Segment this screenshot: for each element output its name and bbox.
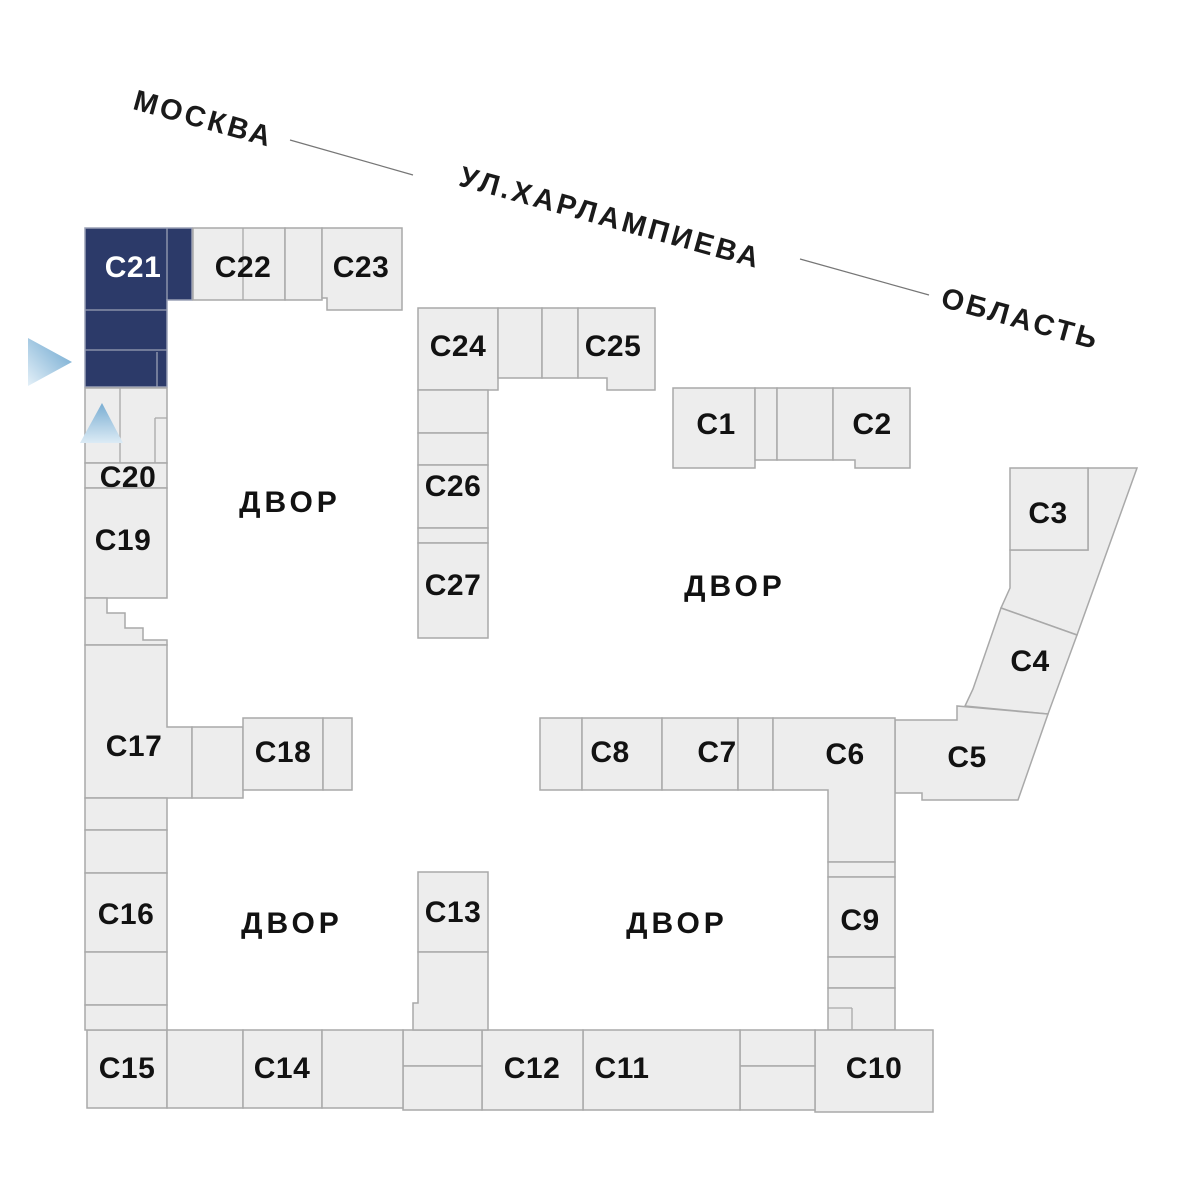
building-segment <box>739 1029 816 1067</box>
building-segment <box>737 717 774 791</box>
building-label: С11 <box>595 1052 650 1085</box>
courtyard-label: ДВОР <box>241 907 343 940</box>
building-segment <box>402 1029 483 1067</box>
building-label: С18 <box>255 736 312 769</box>
building-c9[interactable]: С9 <box>827 876 896 958</box>
building-label: С7 <box>697 736 736 769</box>
building-label: С27 <box>425 569 482 602</box>
building-segment <box>84 829 168 874</box>
building-c27[interactable]: С27 <box>417 542 489 639</box>
building-label: С3 <box>1028 497 1067 530</box>
building-label: С19 <box>95 524 152 557</box>
building-label: С17 <box>106 730 163 763</box>
building-c2[interactable]: С2 <box>832 387 911 469</box>
building-segment <box>739 1065 816 1111</box>
building-segment <box>417 527 489 544</box>
building-segment <box>321 1029 404 1109</box>
building-c5[interactable]: С5 <box>894 705 1050 801</box>
courtyard-label: ДВОР <box>684 570 786 603</box>
building-c11[interactable]: С11 <box>582 1029 741 1111</box>
building-segment <box>322 717 353 791</box>
building-segment <box>776 387 834 461</box>
building-segment <box>84 1004 168 1031</box>
building-label: С14 <box>254 1052 311 1085</box>
building-segment <box>827 956 896 989</box>
building-c26[interactable]: С26 <box>417 464 489 529</box>
building-label: С15 <box>99 1052 156 1085</box>
building-c15[interactable]: С15 <box>86 1029 168 1109</box>
building-label: С2 <box>852 408 891 441</box>
building-label: С6 <box>825 738 864 771</box>
building-segment <box>417 432 489 466</box>
building-c25[interactable]: С25 <box>577 307 656 391</box>
building-label: С8 <box>590 736 629 769</box>
building-label: С13 <box>425 896 482 929</box>
building-segment <box>539 717 583 791</box>
building-segment <box>402 1065 483 1111</box>
building-segment <box>191 726 244 799</box>
building-label: С5 <box>947 741 986 774</box>
building-label: С4 <box>1010 645 1049 678</box>
building-segment <box>754 387 778 461</box>
building-segment <box>84 797 168 831</box>
building-label: С26 <box>425 470 482 503</box>
building-label: С12 <box>504 1052 561 1085</box>
building-c23[interactable]: С23 <box>321 227 403 311</box>
building-segment <box>412 951 489 1031</box>
building-c24[interactable]: С24 <box>417 307 499 391</box>
building-c10[interactable]: С10 <box>814 1029 934 1113</box>
building-label: С22 <box>215 251 272 284</box>
arrow-up-icon <box>80 403 123 443</box>
building-c1[interactable]: С1 <box>672 387 756 469</box>
building-c21[interactable]: С21 <box>84 227 193 388</box>
building-label: С21 <box>105 251 162 284</box>
building-c3[interactable]: С3 <box>1009 467 1089 551</box>
building-c22[interactable]: С22 <box>192 227 286 301</box>
building-c19[interactable]: С19 <box>84 487 168 599</box>
building-label: С23 <box>333 251 390 284</box>
building-c7[interactable]: С7 <box>661 717 739 791</box>
building-label: С9 <box>840 904 879 937</box>
courtyard-label: ДВОР <box>239 486 341 519</box>
building-label: С10 <box>846 1052 903 1085</box>
building-segment <box>541 307 579 379</box>
building-label: С24 <box>430 330 487 363</box>
street-line <box>289 139 414 176</box>
building-segment <box>166 1029 244 1109</box>
building-c8[interactable]: С8 <box>581 717 663 791</box>
building-c13[interactable]: С13 <box>417 871 489 953</box>
building-label: С1 <box>696 408 735 441</box>
building-c14[interactable]: С14 <box>242 1029 323 1109</box>
building-c12[interactable]: С12 <box>481 1029 584 1111</box>
building-c16[interactable]: С16 <box>84 872 168 953</box>
courtyard-label: ДВОР <box>626 907 728 940</box>
building-segment <box>84 951 168 1006</box>
building-segment <box>497 307 543 379</box>
building-segment <box>417 389 489 434</box>
building-segment <box>827 861 896 878</box>
building-label: С25 <box>585 330 642 363</box>
building-label: С16 <box>98 898 155 931</box>
building-c18[interactable]: С18 <box>242 717 324 791</box>
street-line <box>799 258 930 296</box>
arrow-right-icon <box>28 338 72 386</box>
building-c6[interactable]: С6 <box>772 717 896 863</box>
building-segment-group <box>827 987 896 1031</box>
building-segment <box>284 227 323 301</box>
